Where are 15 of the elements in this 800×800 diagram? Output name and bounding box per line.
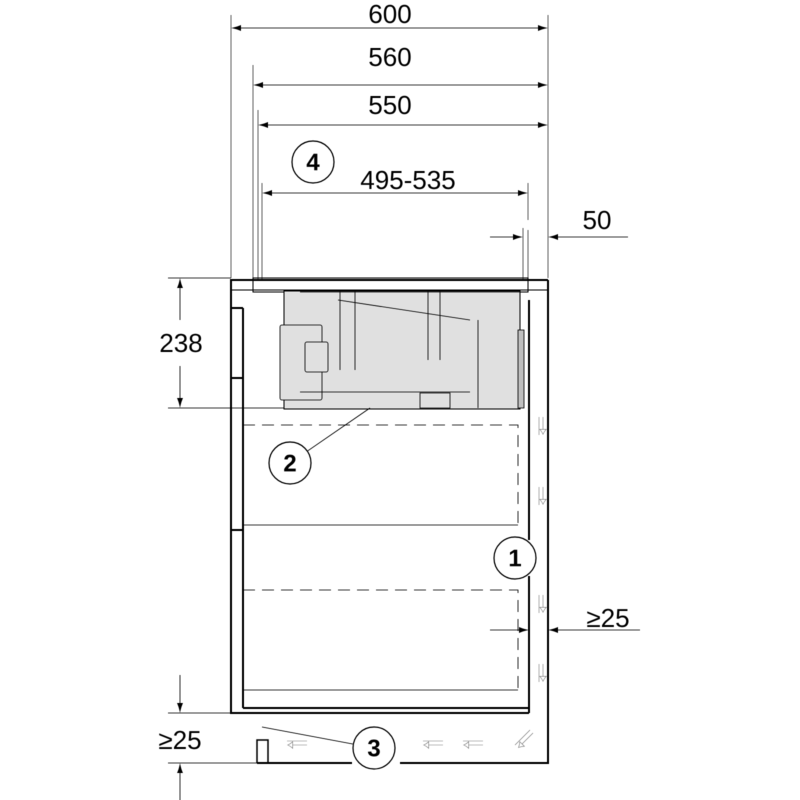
appliance-drawing xyxy=(280,290,524,410)
dimension-text: ≥25 xyxy=(587,608,628,628)
leader-line xyxy=(262,726,354,744)
dimension-text: 50 xyxy=(584,210,610,230)
dimension-text: 495-535 xyxy=(360,170,455,190)
dimension-text: 550 xyxy=(369,96,411,114)
callout-number: 2 xyxy=(268,441,312,485)
leader-line xyxy=(307,408,370,452)
dimension-text: ≥25 xyxy=(159,730,200,750)
dimension-text: 238 xyxy=(160,334,202,352)
callout-number: 4 xyxy=(291,140,335,184)
dimension-text: 560 xyxy=(369,48,411,66)
dimension-text: 600 xyxy=(370,4,411,24)
callout-number: 3 xyxy=(352,726,396,770)
callout-number: 1 xyxy=(493,536,537,580)
